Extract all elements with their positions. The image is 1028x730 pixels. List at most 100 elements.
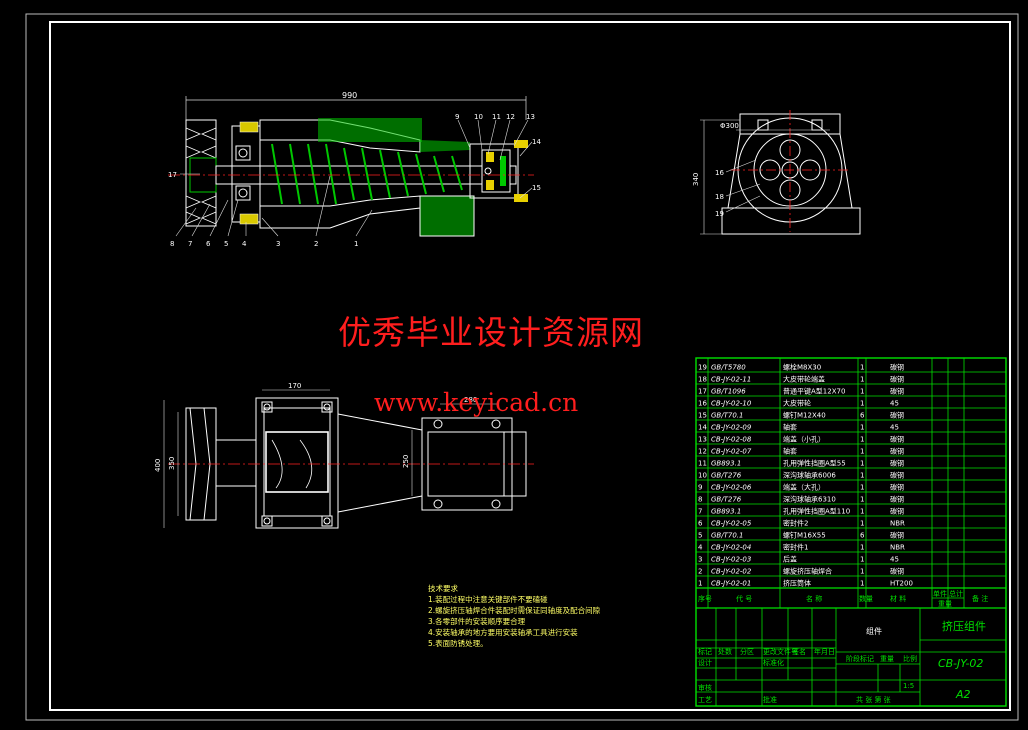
bom-cell-qty: 1 xyxy=(860,388,864,396)
bom-cell-material: 碳钢 xyxy=(890,507,904,516)
bom-cell-code: GB/T276 xyxy=(711,496,742,504)
bom-cell-name: 普通平键A型12X70 xyxy=(783,387,845,396)
bom-cell-code: CB-JY-02-01 xyxy=(711,580,751,588)
bom-cell-material: NBR xyxy=(890,544,905,552)
bom-cell-code: GB/T70.1 xyxy=(711,412,743,420)
bom-cell-qty: 1 xyxy=(860,400,864,408)
bom-header-total: 总计 xyxy=(949,589,963,598)
bom-cell-code: GB893.1 xyxy=(711,508,741,516)
title-block-design: 设计 xyxy=(698,658,712,667)
bom-header: 序号 代 号 名 称 数量 材 料 单件 总计 重量 备 注 xyxy=(698,589,988,608)
bom-cell-code: GB/T1096 xyxy=(711,388,746,396)
bom-cell-qty: 1 xyxy=(860,448,864,456)
bom-cell-no: 4 xyxy=(698,544,703,552)
bom-cell-code: CB-JY-02-07 xyxy=(711,448,752,456)
bom-cell-qty: 1 xyxy=(860,580,864,588)
bom-cell-no: 17 xyxy=(698,388,707,396)
bom-cell-qty: 1 xyxy=(860,472,864,480)
bom-cell-code: CB-JY-02-11 xyxy=(711,376,751,384)
callout-19: 19 xyxy=(715,210,724,218)
bom-cell-no: 5 xyxy=(698,532,702,540)
bom-cell-name: 螺钉M16X55 xyxy=(783,531,826,540)
bom-cell-qty: 6 xyxy=(860,412,865,420)
bom-header-remark: 备 注 xyxy=(972,594,988,603)
bom-cell-name: 密封件2 xyxy=(783,519,808,528)
bom-cell-material: 碳钢 xyxy=(890,375,904,384)
bom-cell-qty: 1 xyxy=(860,436,864,444)
bom-cell-no: 13 xyxy=(698,436,707,444)
tech-req-item: 1.装配过程中注意关键部件不要磕碰 xyxy=(428,595,548,604)
bom-header-weight: 重量 xyxy=(938,600,952,608)
bom-cell-name: 端盖（大孔） xyxy=(783,483,825,492)
bom-cell-name: 密封件1 xyxy=(783,543,808,552)
bom-cell-no: 19 xyxy=(698,364,707,372)
bom-cell-name: 挤压筒体 xyxy=(783,579,811,588)
bom-cell-no: 2 xyxy=(698,568,702,576)
title-block-sheets: 共 张 第 张 xyxy=(856,695,891,704)
bom-cell-no: 9 xyxy=(698,484,702,492)
tech-req-item: 2.螺旋挤压轴焊合件装配时需保证同轴度及配合间隙 xyxy=(428,606,601,615)
bom-cell-material: 碳钢 xyxy=(890,447,904,456)
tech-req-title: 技术要求 xyxy=(428,584,458,593)
dim-overall-length: 990 xyxy=(342,91,357,100)
bom-cell-name: 大皮带轮 xyxy=(783,399,811,408)
bom-cell-code: CB-JY-02-04 xyxy=(711,544,751,552)
sheet-frame xyxy=(49,21,1011,711)
callout-14: 14 xyxy=(532,138,541,146)
bom-cell-name: 端盖（小孔） xyxy=(783,435,825,444)
title-block-zone: 分区 xyxy=(740,647,754,656)
bom-table xyxy=(695,357,1007,707)
bom-cell-material: 45 xyxy=(890,556,899,564)
bom-cell-name: 深沟球轴承6006 xyxy=(783,471,836,480)
bom-cell-no: 3 xyxy=(698,556,702,564)
callout-18: 18 xyxy=(715,193,724,201)
bom-cell-material: 碳钢 xyxy=(890,471,904,480)
bom-cell-material: 碳钢 xyxy=(890,483,904,492)
callout-16: 16 xyxy=(715,169,724,177)
title-block-process: 工艺 xyxy=(698,696,712,704)
bom-cell-no: 8 xyxy=(698,496,702,504)
bom-cell-name: 螺栓M8X30 xyxy=(783,363,821,372)
bom-header-no: 序号 xyxy=(698,594,712,603)
bom-header-qty: 数量 xyxy=(859,594,873,603)
bom-cell-no: 15 xyxy=(698,412,707,420)
bom-cell-name: 螺钉M12X40 xyxy=(783,411,826,420)
bom-cell-no: 16 xyxy=(698,400,707,408)
callout-15: 15 xyxy=(532,184,541,192)
bom-cell-material: 碳钢 xyxy=(890,435,904,444)
title-block-change: 更改文件号 xyxy=(763,647,798,656)
bom-cell-material: NBR xyxy=(890,520,905,528)
bom-cell-material: 碳钢 xyxy=(890,531,904,540)
bom-cell-material: 碳钢 xyxy=(890,411,904,420)
sheet-outer-border xyxy=(25,13,1019,721)
bom-cell-name: 大皮带轮端盖 xyxy=(783,375,825,384)
title-block-mark: 标记 xyxy=(698,647,712,656)
callout-6: 6 xyxy=(206,240,211,248)
bom-cell-name: 孔用弹性挡圈A型110 xyxy=(783,507,850,516)
title-block-sheet: A2 xyxy=(955,688,971,701)
watermark-title: 优秀毕业设计资源网 xyxy=(338,313,644,352)
bom-cell-qty: 1 xyxy=(860,460,864,468)
bom-cell-code: GB/T5780 xyxy=(711,364,746,372)
callout-9: 9 xyxy=(455,113,459,121)
dim-plan-height: 400 xyxy=(154,459,162,472)
bom-cell-code: CB-JY-02-09 xyxy=(711,424,752,432)
bom-cell-name: 轴套 xyxy=(783,423,797,432)
bom-cell-qty: 1 xyxy=(860,544,864,552)
title-block-title: 挤压组件 xyxy=(942,619,986,633)
plan-view: 170 280 400 350 250 xyxy=(154,382,534,529)
callout-11: 11 xyxy=(492,113,501,121)
watermark-url: www.keyicad.cn xyxy=(374,388,579,417)
bom-cell-no: 12 xyxy=(698,448,707,456)
bom-cell-name: 螺旋挤压轴焊合 xyxy=(783,567,832,576)
bom-cell-qty: 1 xyxy=(860,520,864,528)
tech-req-item: 3.各零部件的安装顺序要合理 xyxy=(428,617,526,626)
dim-plan-mid: 250 xyxy=(402,455,410,468)
bom-cell-name: 轴套 xyxy=(783,447,797,456)
bom-cell-qty: 1 xyxy=(860,364,864,372)
dim-plan-inner: 350 xyxy=(168,457,176,470)
section-view: 990 xyxy=(168,91,541,248)
dim-side-height: 340 xyxy=(692,173,700,186)
title-block-approve: 批准 xyxy=(763,695,777,704)
